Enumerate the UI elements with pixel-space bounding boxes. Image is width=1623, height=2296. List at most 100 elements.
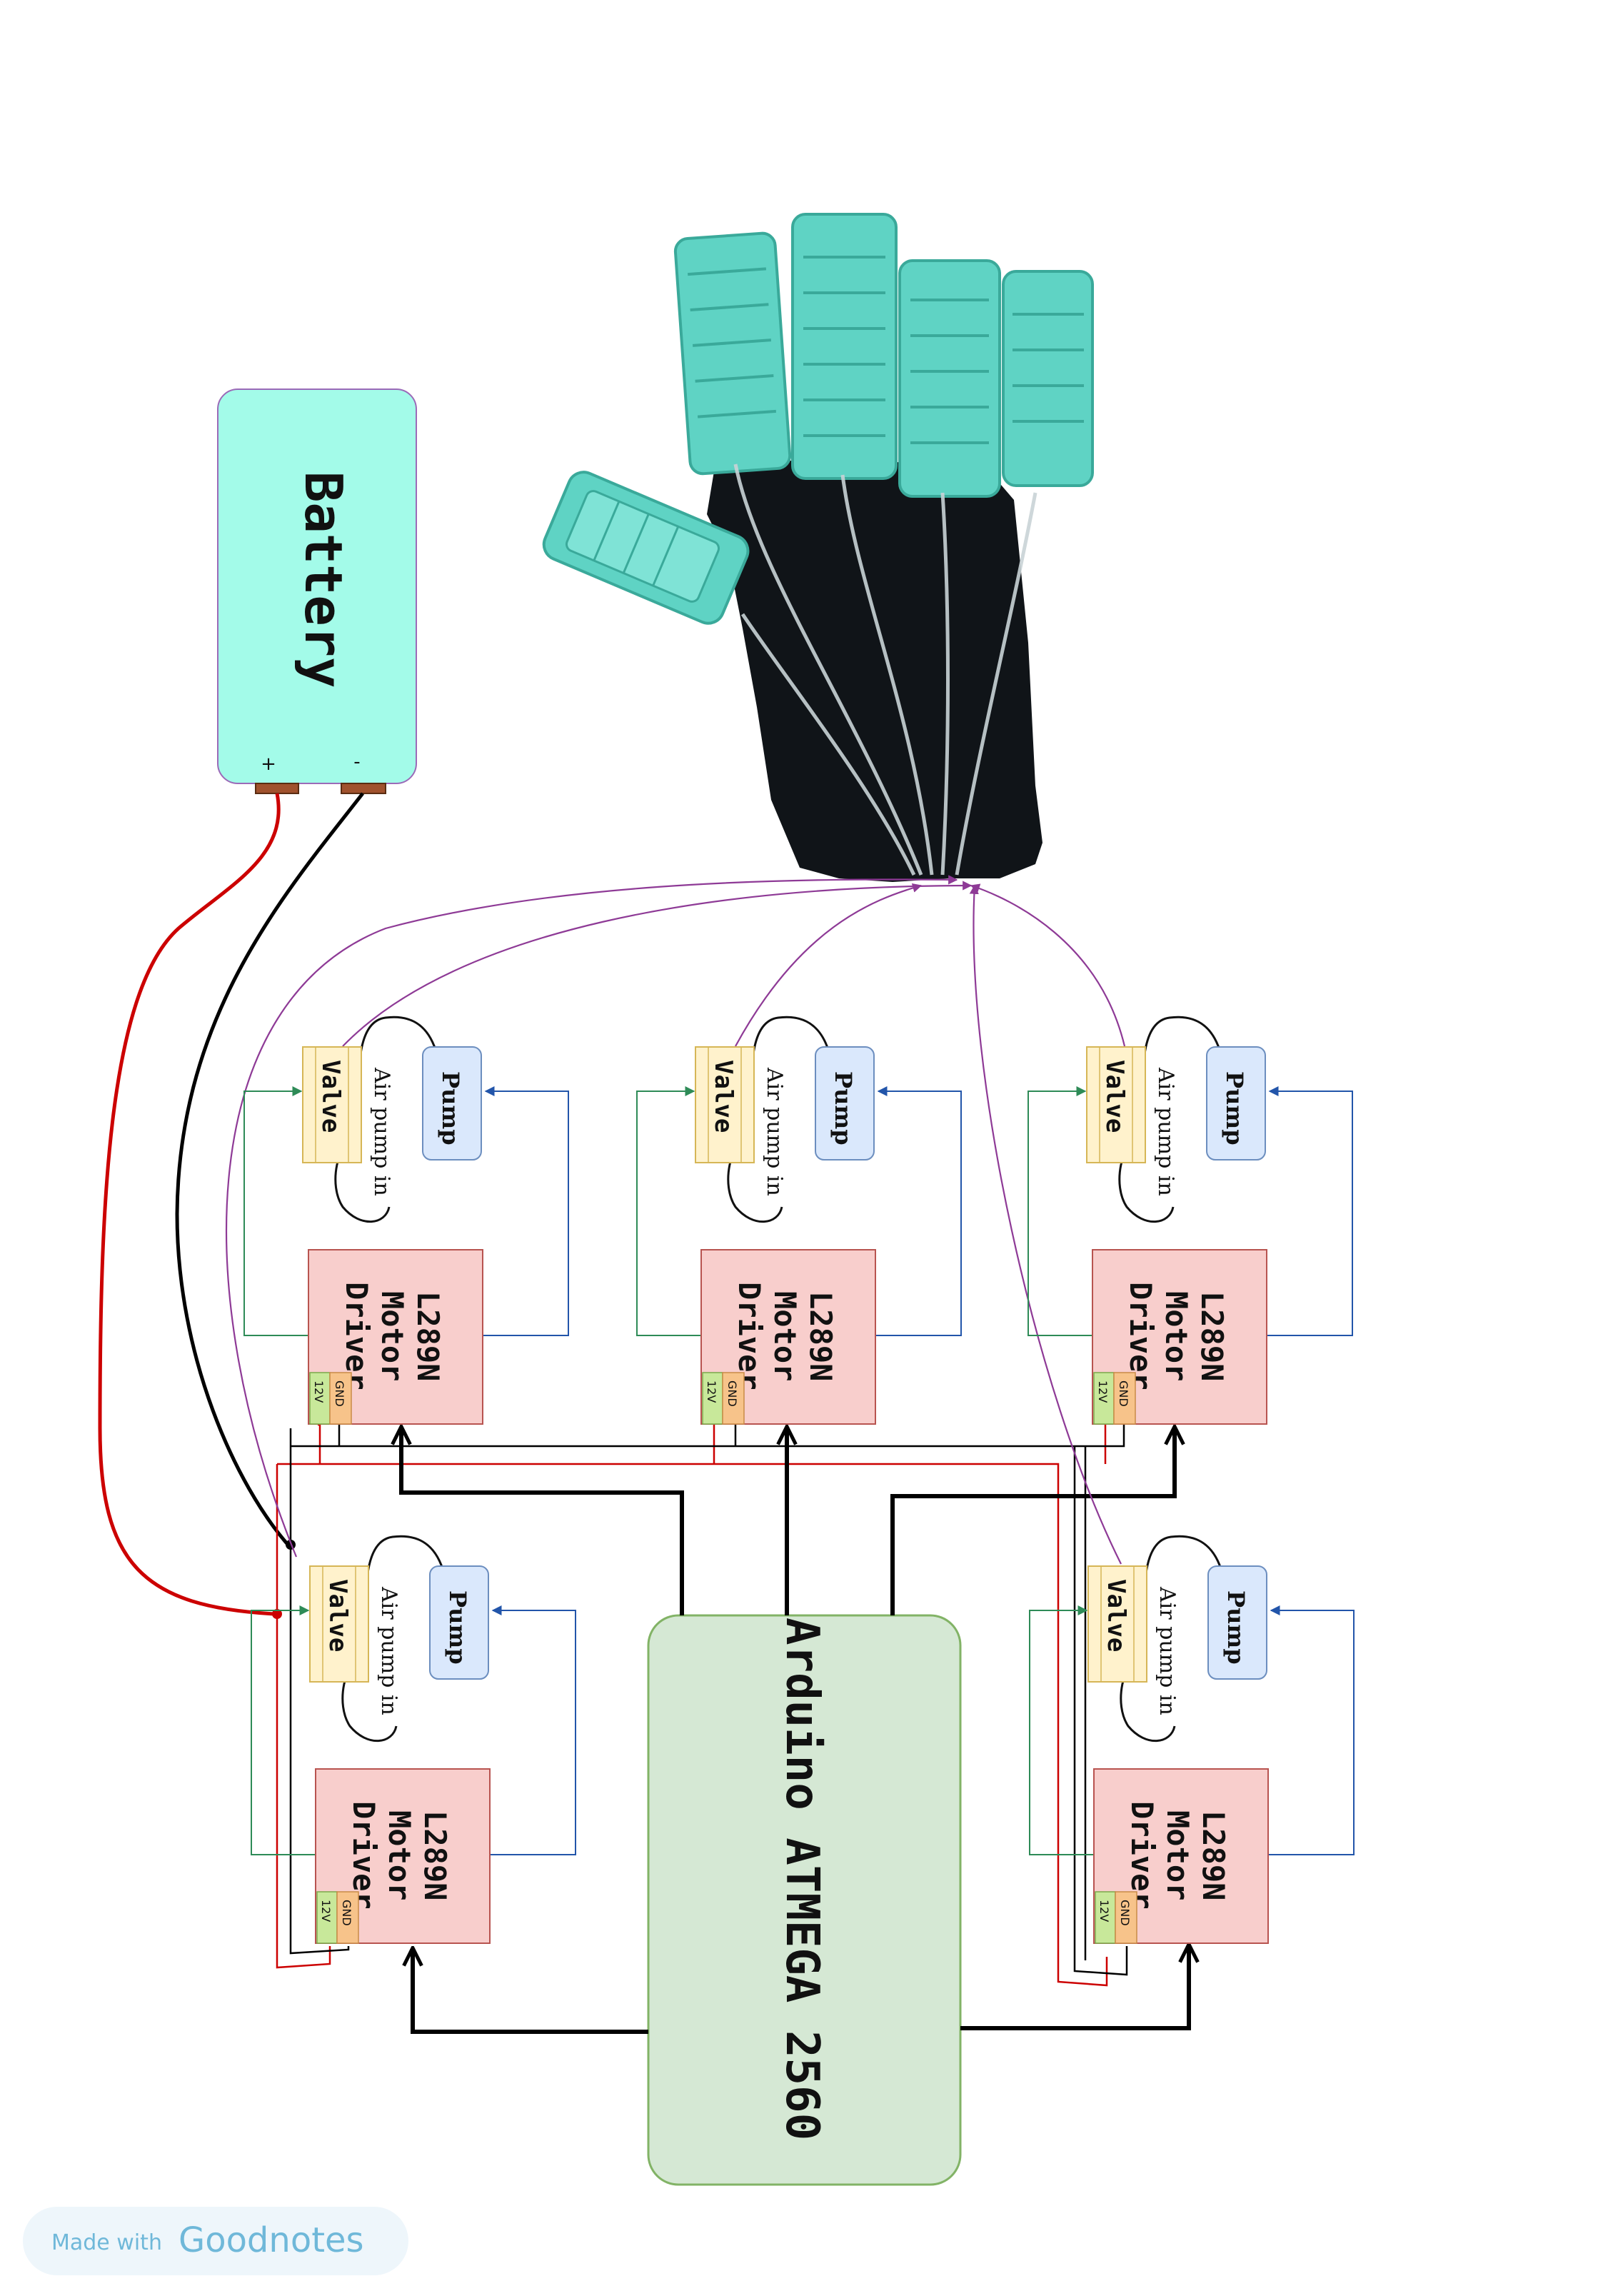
pump-signal-wire bbox=[490, 1605, 576, 1855]
valve-label: Valve bbox=[323, 1579, 352, 1652]
valve-label: Valve bbox=[709, 1060, 738, 1133]
terminal-gnd-label: GND bbox=[725, 1380, 739, 1407]
air-pump-in-label: Air pump in bbox=[1155, 1586, 1180, 1715]
valve-body bbox=[1087, 1565, 1147, 1683]
terminal-12v-label: 12V bbox=[1096, 1380, 1110, 1403]
terminal-12v bbox=[316, 1891, 338, 1944]
valve-signal-wire bbox=[1027, 1086, 1092, 1336]
arduino-board: Arduino ATMEGA 2560 bbox=[647, 1614, 962, 2186]
badge-made-with: Made with bbox=[51, 2230, 162, 2255]
motor-driver-line2: Motor bbox=[768, 1291, 803, 1381]
motor-driver-line1: L289N bbox=[1196, 1810, 1231, 1900]
control-line-driver-3 bbox=[890, 1428, 1175, 1615]
battery-power-wires bbox=[98, 792, 364, 1619]
terminal-gnd bbox=[1113, 1372, 1136, 1425]
battery-minus-label: - bbox=[353, 751, 360, 773]
pump-signal-wire bbox=[875, 1086, 962, 1336]
glove-index-actuator bbox=[673, 231, 792, 476]
terminal-12v bbox=[1095, 1891, 1116, 1944]
pump-body bbox=[1206, 1046, 1266, 1160]
motor-driver-line2: Motor bbox=[382, 1810, 417, 1900]
glove-tubes bbox=[733, 463, 1037, 876]
badge-brand: Goodnotes bbox=[179, 2220, 364, 2260]
motor-driver-line1: L289N bbox=[418, 1810, 453, 1900]
control-line-driver-5 bbox=[960, 1946, 1189, 2030]
air-pump-in-label: Air pump in bbox=[376, 1586, 401, 1715]
pump-body bbox=[429, 1565, 489, 1680]
valve-signal-wire bbox=[243, 1086, 308, 1336]
terminal-gnd-label: GND bbox=[340, 1900, 353, 1926]
pump-label: Pump bbox=[830, 1071, 857, 1146]
motor-driver-line1: L289N bbox=[411, 1291, 446, 1381]
terminal-12v-label: 12V bbox=[312, 1380, 326, 1403]
terminal-gnd bbox=[336, 1891, 359, 1944]
valve-label: Valve bbox=[1100, 1060, 1129, 1133]
glove-ring-actuator bbox=[898, 259, 1001, 498]
pump-signal-wire bbox=[1268, 1605, 1355, 1855]
terminal-gnd bbox=[722, 1372, 745, 1425]
pump-label: Pump bbox=[444, 1590, 471, 1665]
valve-signal-wire bbox=[636, 1086, 701, 1336]
valve-label: Valve bbox=[1102, 1579, 1130, 1652]
pump-signal-wire bbox=[1267, 1086, 1353, 1336]
air-pump-in-label: Air pump in bbox=[762, 1067, 787, 1196]
pump-body bbox=[422, 1046, 482, 1160]
pump-label: Pump bbox=[1221, 1071, 1248, 1146]
badge-pill bbox=[23, 2207, 408, 2275]
motor-driver-line1: L289N bbox=[803, 1291, 838, 1381]
terminal-12v bbox=[309, 1372, 331, 1425]
pump-body bbox=[1207, 1565, 1267, 1680]
battery-label: Battery bbox=[293, 471, 353, 688]
battery-plus-label: + bbox=[261, 753, 276, 775]
glove-little-actuator bbox=[1002, 270, 1094, 487]
terminal-gnd bbox=[1115, 1891, 1137, 1944]
goodnotes-badge: Made with Goodnotes bbox=[23, 2207, 408, 2275]
pump-label: Pump bbox=[1222, 1590, 1250, 1665]
valve-signal-wire bbox=[251, 1605, 316, 1855]
terminal-12v-label: 12V bbox=[705, 1380, 718, 1403]
soft-robotic-glove-image bbox=[542, 213, 1094, 882]
terminal-gnd bbox=[329, 1372, 352, 1425]
motor-driver-line2: Motor bbox=[1160, 1810, 1195, 1900]
battery-negative-terminal bbox=[341, 783, 386, 794]
terminal-12v-label: 12V bbox=[1097, 1900, 1111, 1922]
arduino-control-lines bbox=[401, 1428, 1189, 2034]
pump-body bbox=[815, 1046, 875, 1160]
air-pump-in-label: Air pump in bbox=[369, 1067, 394, 1196]
motor-driver-line2: Motor bbox=[375, 1291, 410, 1381]
glove-middle-actuator bbox=[791, 213, 898, 480]
arduino-body bbox=[647, 1614, 962, 2186]
terminal-12v-label: 12V bbox=[319, 1900, 333, 1922]
glove-thumb-actuator bbox=[542, 471, 750, 625]
valve-body bbox=[695, 1046, 755, 1163]
air-tubes-to-glove bbox=[225, 875, 1126, 1565]
ground-wire bbox=[175, 792, 364, 1548]
valve-signal-wire bbox=[1029, 1605, 1094, 1855]
pump-signal-wire bbox=[483, 1086, 569, 1336]
terminal-gnd-label: GND bbox=[1118, 1900, 1132, 1926]
arduino-label: Arduino ATMEGA 2560 bbox=[775, 1618, 828, 2140]
positive-wire bbox=[98, 793, 281, 1616]
control-line-driver-4 bbox=[413, 1950, 648, 2034]
pump-label: Pump bbox=[437, 1071, 464, 1146]
air-pump-in-label: Air pump in bbox=[1153, 1067, 1178, 1196]
battery: Battery + - bbox=[217, 388, 417, 794]
terminal-gnd-label: GND bbox=[1117, 1380, 1130, 1407]
battery-body bbox=[217, 388, 417, 784]
valve-body bbox=[302, 1046, 362, 1163]
motor-driver-line1: L289N bbox=[1195, 1291, 1230, 1381]
motor-driver-line2: Motor bbox=[1159, 1291, 1194, 1381]
control-line-driver-1 bbox=[401, 1428, 684, 1615]
terminal-gnd-label: GND bbox=[333, 1380, 346, 1407]
glove-body bbox=[707, 461, 1042, 882]
battery-positive-terminal bbox=[255, 783, 299, 794]
valve-body bbox=[1086, 1046, 1146, 1163]
valve-label: Valve bbox=[316, 1060, 345, 1133]
